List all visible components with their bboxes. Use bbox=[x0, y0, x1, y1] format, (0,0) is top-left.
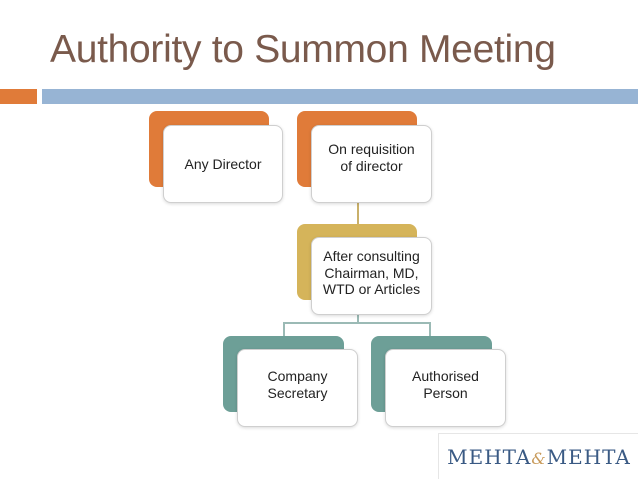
logo-wordmark: MEHTA&MEHTA bbox=[447, 445, 631, 469]
svg-text:MEHTA&MEHTA: MEHTA&MEHTA bbox=[447, 445, 631, 469]
box-on-requisition: On requisition of director bbox=[311, 125, 432, 203]
connector-line bbox=[357, 315, 359, 323]
connector-line bbox=[357, 202, 359, 224]
connector-line bbox=[429, 322, 431, 336]
box-authorised-person: Authorised Person bbox=[385, 349, 506, 427]
accent-bar-orange bbox=[0, 89, 37, 104]
box-company-secretary: Company Secretary bbox=[237, 349, 358, 427]
company-logo: MEHTA&MEHTA bbox=[438, 433, 638, 479]
page-title: Authority to Summon Meeting bbox=[50, 28, 556, 71]
box-after-consulting: After consulting Chairman, MD, WTD or Ar… bbox=[311, 237, 432, 315]
accent-bar-blue bbox=[42, 89, 638, 104]
connector-line bbox=[283, 322, 431, 324]
connector-line bbox=[283, 322, 285, 336]
box-any-director: Any Director bbox=[163, 125, 283, 203]
